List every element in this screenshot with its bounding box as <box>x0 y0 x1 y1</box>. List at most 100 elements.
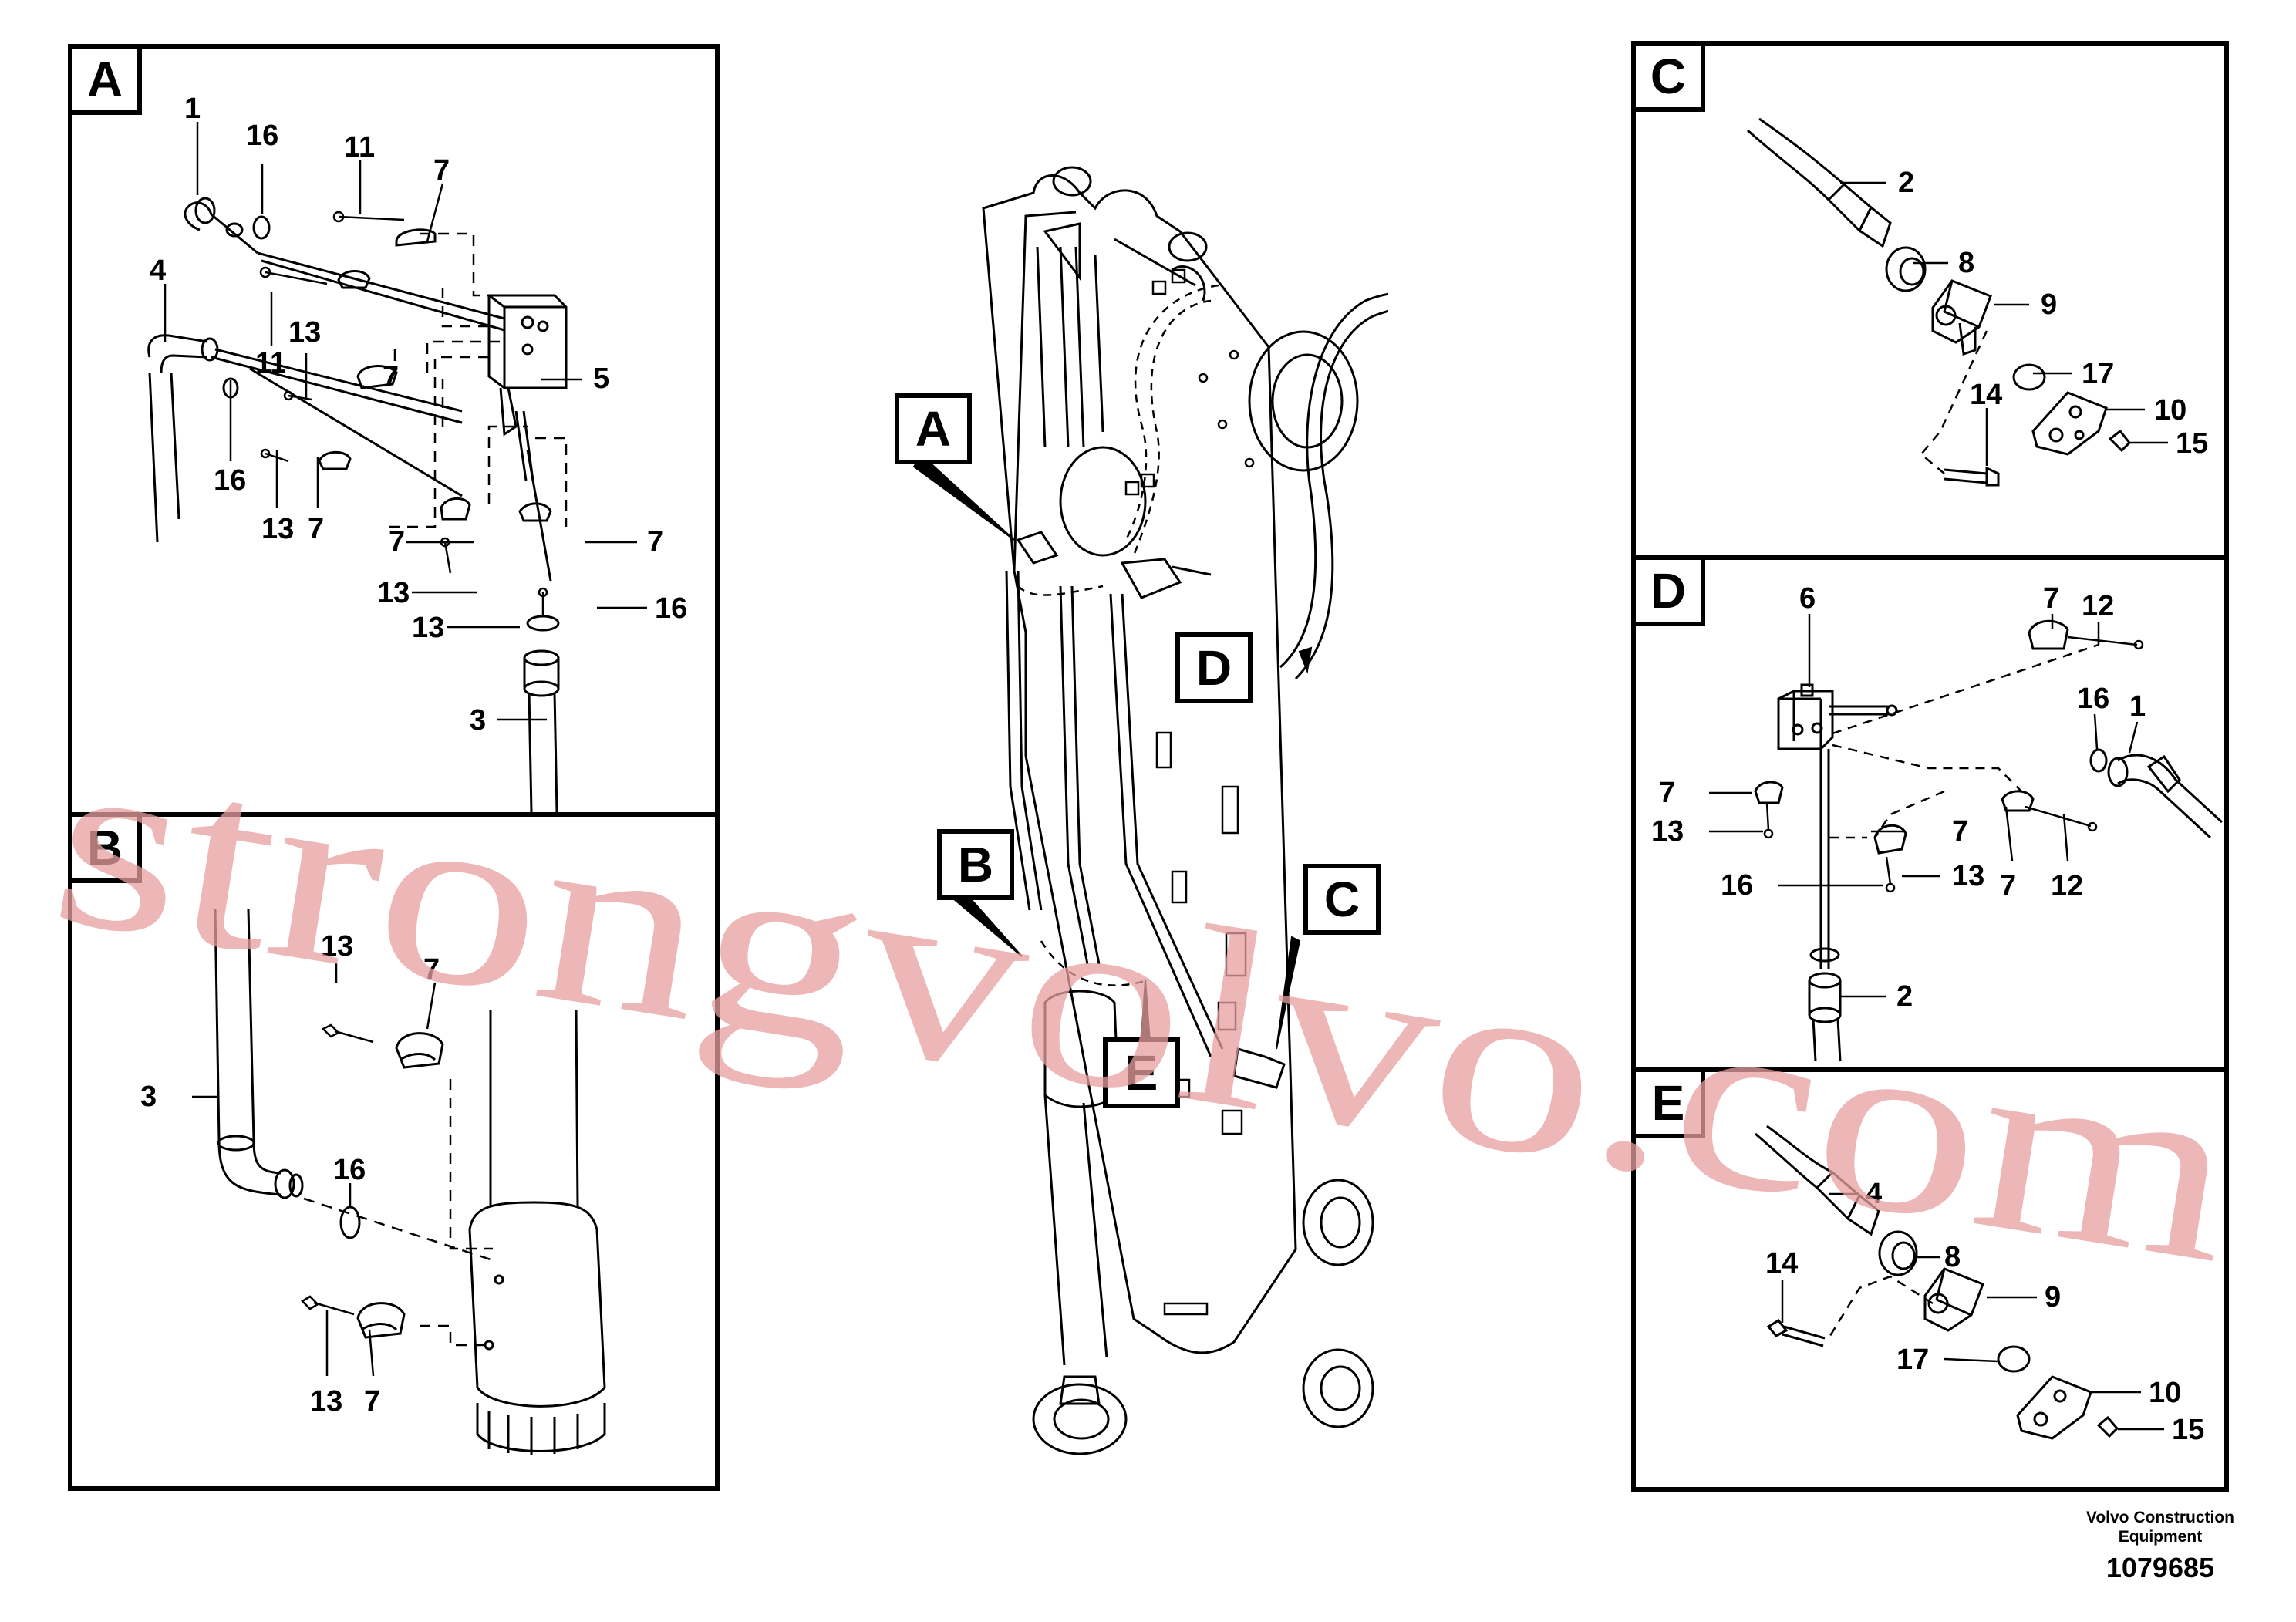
callout-e: E <box>1103 1037 1180 1108</box>
label-a-13: 13 <box>288 316 321 349</box>
boom-assembly-drawing <box>912 166 1388 1455</box>
label-c-17: 17 <box>2082 358 2114 390</box>
bolt-14-c <box>1944 466 2000 487</box>
panel-b-dashes <box>303 1079 494 1347</box>
o-ring-16-d-upper <box>2089 748 2108 773</box>
o-ring-17-c <box>2012 363 2046 391</box>
label-d-6: 6 <box>1799 582 1816 615</box>
drawing-number: 1079685 <box>2106 1552 2215 1583</box>
manifold-6-d <box>1777 683 1898 750</box>
panel-d: D <box>1631 555 2229 1072</box>
label-c-2: 2 <box>1898 167 1914 199</box>
panel-b-drawing: 13 7 3 16 13 7 <box>140 909 606 1455</box>
label-d-12b: 12 <box>2051 870 2083 902</box>
panel-e-dashes <box>1827 1275 1934 1339</box>
label-c-8: 8 <box>1958 247 1974 279</box>
label-b-7b: 7 <box>364 1385 380 1418</box>
label-a-7c: 7 <box>308 513 324 545</box>
label-b-13: 13 <box>321 930 353 963</box>
panel-a-letter: A <box>72 49 142 115</box>
label-d-7d: 7 <box>2000 870 2016 902</box>
pipe-3-b <box>214 909 304 1199</box>
hose-4-e <box>1755 1125 1918 1276</box>
label-d-7: 7 <box>2043 582 2059 615</box>
panel-c-drawing: 2 8 9 17 14 10 15 <box>1747 117 2208 487</box>
pipe-1 <box>184 197 505 332</box>
label-a-13c: 13 <box>377 577 410 609</box>
label-d-16b: 16 <box>1721 869 1753 902</box>
label-d-1: 1 <box>2129 690 2146 723</box>
panel-c-letter: C <box>1636 46 1705 112</box>
label-a-11: 11 <box>344 131 375 164</box>
block-9-c <box>1931 279 1992 356</box>
label-e-10: 10 <box>2149 1377 2181 1409</box>
manifold-block-5 <box>487 294 568 582</box>
brand-line-2: Equipment <box>2118 1528 2203 1546</box>
panel-b-clamps <box>356 1032 444 1339</box>
callout-pointers <box>912 454 1313 1084</box>
label-a-7: 7 <box>433 154 450 187</box>
label-a-13d: 16 <box>655 592 687 625</box>
label-b-16: 16 <box>333 1154 366 1186</box>
hidden-pipe-dashes <box>1017 284 1219 986</box>
panel-c: C <box>1631 41 2229 560</box>
o-ring-16-d-lower <box>1809 947 1840 963</box>
label-b-7: 7 <box>423 953 440 986</box>
label-a-11b: 11 <box>255 347 286 379</box>
label-a-16: 16 <box>246 120 278 152</box>
panel-a-drawing: 1 16 11 7 4 13 11 7 5 16 13 7 7 7 13 16 … <box>147 93 687 813</box>
panel-a: A <box>68 44 720 819</box>
pivot-bosses <box>1059 330 1374 1428</box>
pipe-1-d <box>2107 754 2224 839</box>
hose-2-c <box>1747 117 1927 292</box>
boom-details <box>1124 268 1255 1316</box>
label-e-17: 17 <box>1896 1344 1929 1376</box>
label-e-4: 4 <box>1866 1178 1882 1210</box>
o-ring-16-b <box>339 1206 361 1239</box>
panel-c-leaders <box>1840 181 2168 466</box>
callout-d: D <box>1175 632 1253 703</box>
bolt-14-e <box>1766 1319 1826 1347</box>
panel-b: B <box>68 812 720 1491</box>
panel-e-letter: E <box>1636 1072 1705 1138</box>
panel-d-dashes <box>1819 643 2099 839</box>
label-d-2: 2 <box>1896 980 1913 1013</box>
callout-b: B <box>937 829 1014 900</box>
panel-a-leaders <box>164 122 647 721</box>
label-a-4: 4 <box>150 255 166 287</box>
label-e-14: 14 <box>1765 1247 1798 1280</box>
label-a-16b: 16 <box>214 464 246 497</box>
label-a-7b: 7 <box>383 361 399 393</box>
label-a-3: 3 <box>470 704 486 737</box>
pipe-3 <box>523 649 560 813</box>
block-9-e <box>1923 1267 1984 1332</box>
label-a-13b: 13 <box>261 513 294 545</box>
panel-d-drawing: 6 7 12 16 1 7 13 7 16 13 7 12 2 <box>1651 582 2224 1062</box>
label-d-13b: 13 <box>1952 860 1984 892</box>
label-e-9: 9 <box>2045 1281 2061 1313</box>
pipe-2-d <box>1808 749 1842 1062</box>
label-b-13b: 13 <box>310 1385 342 1418</box>
cylinder-body <box>468 1009 606 1455</box>
label-b-3: 3 <box>140 1081 157 1113</box>
label-a-7d: 7 <box>389 526 405 558</box>
label-a-16c: 13 <box>412 612 444 644</box>
o-ring-16-lower <box>526 615 560 632</box>
label-a-7e: 7 <box>647 526 663 558</box>
label-d-13: 13 <box>1651 815 1684 848</box>
label-e-15: 15 <box>2172 1414 2204 1446</box>
panel-b-leaders <box>192 963 437 1377</box>
panel-e-leaders <box>1781 1192 2164 1431</box>
bolt-15-e <box>2096 1415 2119 1438</box>
label-a-5: 5 <box>593 363 609 395</box>
label-d-7c: 7 <box>1952 815 1968 848</box>
panel-a-dashes <box>389 232 568 528</box>
label-c-15: 15 <box>2176 427 2208 460</box>
panel-d-clamps <box>1754 619 2069 855</box>
left-hoses <box>1005 531 1286 1089</box>
boom-outline <box>982 166 1297 1354</box>
label-c-9: 9 <box>2041 288 2057 321</box>
panel-d-letter: D <box>1636 560 1705 626</box>
o-ring-16-top <box>252 215 271 240</box>
